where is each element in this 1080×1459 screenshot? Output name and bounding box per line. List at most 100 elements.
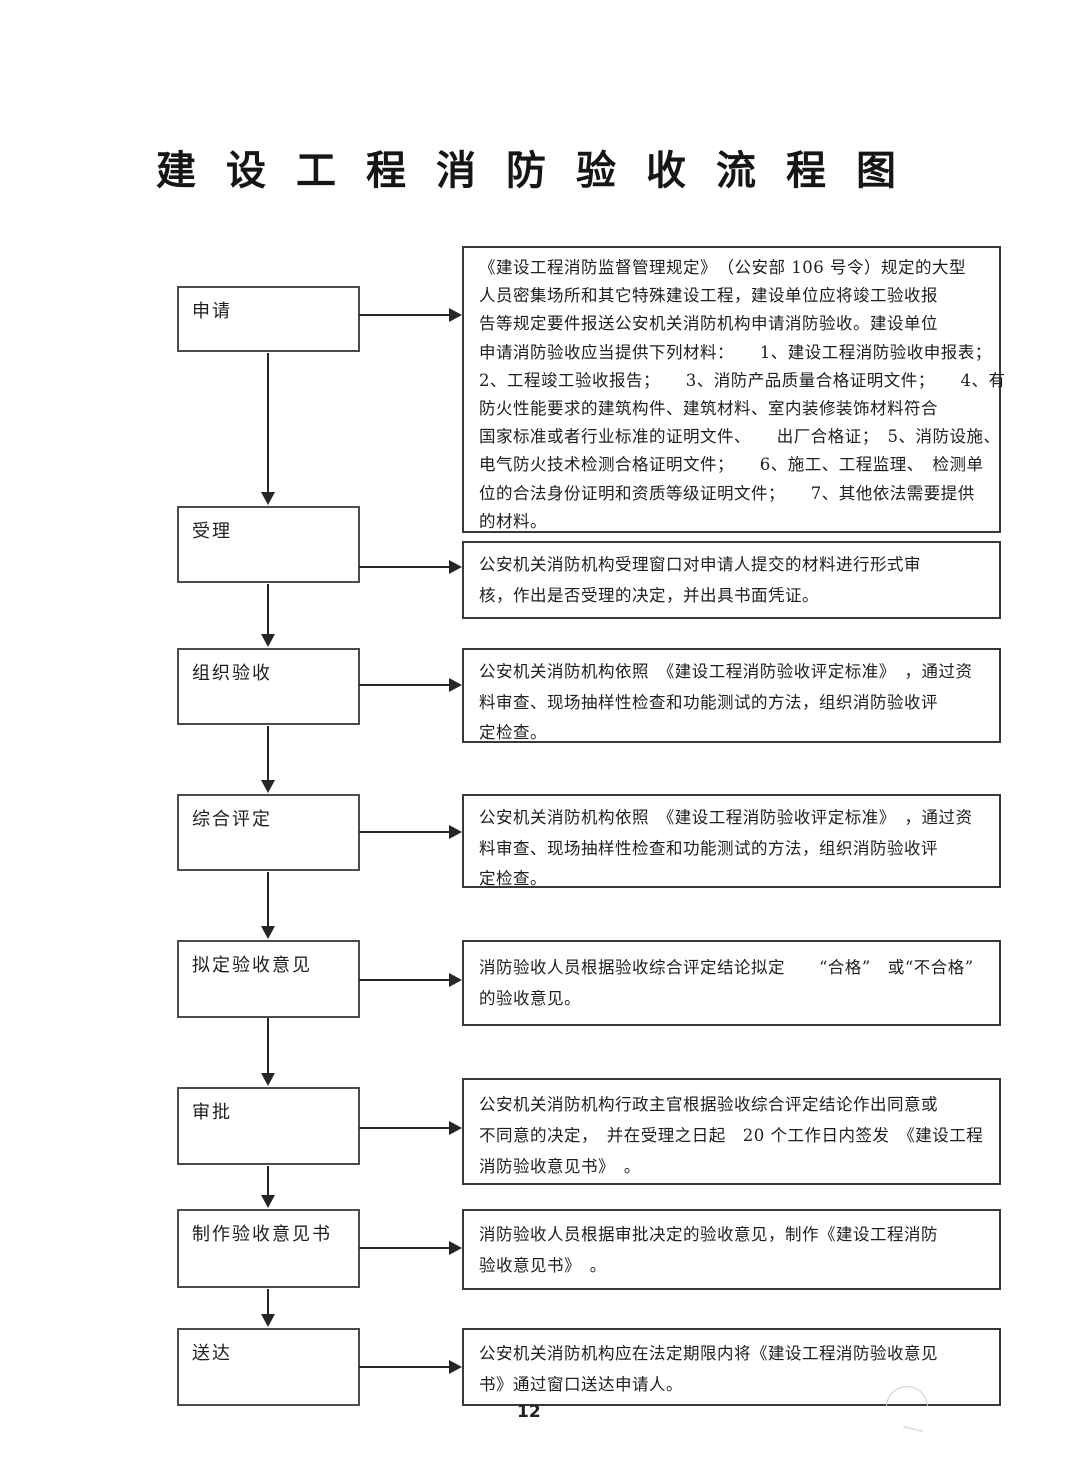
desc-box-prepare-opinion-document: 消防验收人员根据审批决定的验收意见，制作《建设工程消防 验收意见书》 。	[462, 1209, 1001, 1290]
desc-line: 的验收意见。	[479, 988, 581, 1008]
step-label: 受理	[192, 521, 232, 542]
arrow-head-icon	[449, 1359, 462, 1374]
arrow-head-icon	[449, 677, 462, 692]
step-label: 送达	[192, 1343, 232, 1364]
scan-artifact-arc	[886, 1386, 932, 1406]
desc-box-delivery: 公安机关消防机构应在法定期限内将《建设工程消防验收意见 书》通过窗口送达申请人。	[462, 1328, 1001, 1406]
arrow-shaft	[359, 683, 451, 686]
desc-line: 不同意的决定， 并在受理之日起 20 个工作日内签发 《建设工程	[479, 1126, 984, 1145]
arrow-right-delivery	[359, 1359, 462, 1374]
desc-line: 消防验收意见书》 。	[479, 1157, 641, 1176]
arrow-shaft	[266, 872, 269, 928]
step-box-delivery: 送达	[177, 1328, 360, 1406]
arrow-shaft	[359, 565, 451, 568]
arrow-head-icon	[260, 1073, 275, 1086]
arrow-right-approval	[359, 1120, 462, 1135]
desc-line: 消防验收人员根据审批决定的验收意见，制作《建设工程消防	[479, 1225, 938, 1244]
arrow-head-icon	[260, 1195, 275, 1208]
arrow-head-icon	[260, 492, 275, 505]
arrow-shaft	[266, 1018, 269, 1075]
desc-line: 电气防火技术检测合格证明文件； 6、施工、工程监理、 检测单	[479, 455, 984, 475]
desc-box-draft-opinion: 消防验收人员根据验收综合评定结论拟定 “合格” 或“不合格” 的验收意见。	[462, 940, 1001, 1026]
scan-artifact-dash	[903, 1425, 923, 1433]
page-number: 12	[517, 1402, 541, 1422]
step-label: 组织验收	[192, 663, 272, 684]
desc-line: 公安机关消防机构受理窗口对申请人提交的材料进行形式审	[479, 555, 921, 574]
step-box-comprehensive-evaluation: 综合评定	[177, 794, 360, 871]
desc-line: 料审查、现场抽样性检查和功能测试的方法，组织消防验收评	[479, 838, 938, 858]
desc-line: 公安机关消防机构行政主官根据验收综合评定结论作出同意或	[479, 1095, 938, 1114]
step-box-apply: 申请	[177, 286, 360, 352]
arrow-head-icon	[260, 1314, 275, 1327]
arrow-shaft	[359, 1126, 451, 1129]
arrow-head-icon	[260, 634, 275, 647]
desc-line: 定检查。	[479, 869, 547, 888]
desc-line: 《建设工程消防监督管理规定》 （公安部 106 号令）规定的大型	[479, 258, 966, 277]
arrow-shaft	[266, 1166, 269, 1197]
arrow-shaft	[266, 1289, 269, 1316]
step-label: 拟定验收意见	[192, 955, 312, 976]
desc-line: 验收意见书》 。	[479, 1255, 607, 1275]
arrow-down-organize-evaluation	[260, 726, 275, 793]
arrow-down-evaluation-draft	[260, 872, 275, 939]
desc-line: 2、工程竣工验收报告； 3、消防产品质量合格证明文件； 4、有	[479, 370, 1006, 390]
desc-line: 申请消防验收应当提供下列材料： 1、建设工程消防验收申报表；	[479, 342, 992, 362]
arrow-down-accept-organize	[260, 584, 275, 647]
arrow-shaft	[359, 313, 451, 316]
arrow-shaft	[359, 1365, 451, 1368]
arrow-head-icon	[449, 972, 462, 987]
arrow-right-comprehensive-evaluation	[359, 824, 462, 839]
desc-line: 国家标准或者行业标准的证明文件、 出厂合格证； 5、消防设施、	[479, 427, 1001, 447]
step-label: 审批	[192, 1102, 232, 1123]
step-label: 综合评定	[192, 809, 272, 830]
step-box-organize-inspection: 组织验收	[177, 648, 360, 725]
desc-line: 公安机关消防机构依照 《建设工程消防验收评定标准》 ，通过资	[479, 662, 973, 681]
arrow-head-icon	[449, 824, 462, 839]
desc-line: 告等规定要件报送公安机关消防机构申请消防验收。建设单位	[479, 314, 938, 334]
arrow-right-accept	[359, 559, 462, 574]
desc-line: 人员密集场所和其它特殊建设工程，建设单位应将竣工验收报	[479, 286, 938, 306]
step-label: 申请	[192, 301, 232, 322]
arrow-shaft	[266, 726, 269, 782]
desc-line: 料审查、现场抽样性检查和功能测试的方法，组织消防验收评	[479, 692, 938, 712]
desc-line: 定检查。	[479, 723, 547, 742]
arrow-down-apply-accept	[260, 353, 275, 505]
desc-box-organize-inspection: 公安机关消防机构依照 《建设工程消防验收评定标准》 ，通过资 料审查、现场抽样性…	[462, 648, 1001, 743]
step-label: 制作验收意见书	[192, 1224, 332, 1245]
step-box-accept: 受理	[177, 506, 360, 583]
arrow-down-prepare-delivery	[260, 1289, 275, 1327]
arrow-shaft	[359, 1246, 451, 1249]
arrow-shaft	[266, 584, 269, 636]
desc-box-accept: 公安机关消防机构受理窗口对申请人提交的材料进行形式审 核，作出是否受理的决定，并…	[462, 541, 1001, 619]
arrow-head-icon	[449, 559, 462, 574]
arrow-shaft	[266, 353, 269, 494]
arrow-down-draft-approval	[260, 1018, 275, 1086]
arrow-shaft	[359, 978, 451, 981]
scan-artifact-circle	[886, 1386, 928, 1406]
desc-line: 位的合法身份证明和资质等级证明文件； 7、其他依法需要提供	[479, 483, 975, 503]
desc-box-apply: 《建设工程消防监督管理规定》 （公安部 106 号令）规定的大型 人员密集场所和…	[462, 246, 1006, 533]
step-box-prepare-opinion-document: 制作验收意见书	[177, 1209, 360, 1288]
arrow-shaft	[359, 830, 451, 833]
desc-line: 书》通过窗口送达申请人。	[479, 1374, 683, 1394]
desc-box-comprehensive-evaluation: 公安机关消防机构依照 《建设工程消防验收评定标准》 ，通过资 料审查、现场抽样性…	[462, 794, 1001, 888]
step-box-draft-opinion: 拟定验收意见	[177, 940, 360, 1018]
arrow-right-apply	[359, 307, 462, 322]
desc-line: 公安机关消防机构应在法定期限内将《建设工程消防验收意见	[479, 1344, 938, 1363]
arrow-head-icon	[260, 926, 275, 939]
arrow-down-approval-prepare	[260, 1166, 275, 1208]
arrow-head-icon	[260, 780, 275, 793]
arrow-head-icon	[449, 1120, 462, 1135]
page-title: 建设工程消防验收流程图	[156, 147, 926, 194]
desc-line: 公安机关消防机构依照 《建设工程消防验收评定标准》 ，通过资	[479, 808, 973, 827]
arrow-right-draft-opinion	[359, 972, 462, 987]
desc-line: 防火性能要求的建筑构件、建筑材料、室内装修装饰材料符合	[479, 399, 938, 419]
desc-line: 核，作出是否受理的决定，并出具书面凭证。	[479, 585, 819, 605]
desc-box-approval: 公安机关消防机构行政主官根据验收综合评定结论作出同意或 不同意的决定， 并在受理…	[462, 1078, 1001, 1185]
arrow-head-icon	[449, 1240, 462, 1255]
step-box-approval: 审批	[177, 1087, 360, 1165]
desc-line: 的材料。	[479, 511, 547, 531]
arrow-right-prepare-opinion-document	[359, 1240, 462, 1255]
arrow-right-organize-inspection	[359, 677, 462, 692]
